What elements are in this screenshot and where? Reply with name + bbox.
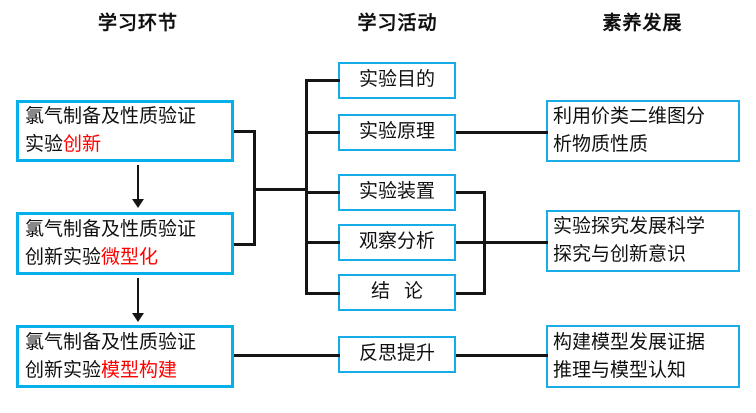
stage-box-miniaturization-highlight: 微型化 <box>101 246 159 268</box>
literacy-line2: 探究与创新意识 <box>553 244 687 265</box>
stage-box-model-construction[interactable]: 氯气制备及性质验证 创新实验模型构建 <box>16 325 234 388</box>
activity-label: 结论 <box>370 281 437 303</box>
connector-stage2-out <box>234 243 256 246</box>
activity-label: 实验目的 <box>358 69 435 91</box>
stage-box-innovation-highlight: 创新 <box>63 134 102 155</box>
connector-conclusion-out <box>456 292 486 295</box>
stage-box-innovation[interactable]: 氯气制备及性质验证 实验创新 <box>16 100 234 162</box>
literacy-box-evidence-reasoning[interactable]: 构建模型发展证据 推理与模型认知 <box>546 325 740 388</box>
literacy-line1: 实验探究发展科学 <box>553 216 706 238</box>
stage-box-innovation-line2: 实验创新 <box>25 131 227 159</box>
activity-label: 实验装置 <box>358 181 435 203</box>
connector-principle-to-literacy1 <box>456 131 548 134</box>
connector-stage1-out <box>234 130 256 133</box>
stage-box-model-construction-line2: 创新实验模型构建 <box>25 357 227 385</box>
stage-box-miniaturization-line1: 氯气制备及性质验证 <box>25 218 197 240</box>
connector-fan-to-experiment-principle <box>305 131 340 134</box>
arrow-down-stage1-to-stage2 <box>131 165 145 209</box>
connector-observation-to-literacy2 <box>456 241 548 244</box>
activity-box-experiment-purpose[interactable]: 实验目的 <box>338 62 456 99</box>
connector-apparatus-out <box>456 191 486 194</box>
stage-box-innovation-line1: 氯气制备及性质验证 <box>25 106 197 128</box>
stage-box-miniaturization[interactable]: 氯气制备及性质验证 创新实验微型化 <box>16 212 234 275</box>
stage-box-model-construction-line2-plain: 创新实验 <box>25 359 102 381</box>
literacy-line2: 推理与模型认知 <box>553 359 687 381</box>
connector-fan-to-experiment-apparatus <box>305 191 340 194</box>
connector-activity-fan-vertical <box>305 79 308 295</box>
activity-label: 反思提升 <box>358 343 435 365</box>
activity-box-conclusion[interactable]: 结论 <box>338 274 456 311</box>
literacy-line2: 析物质性质 <box>553 134 649 155</box>
stage-box-model-construction-highlight: 模型构建 <box>101 359 178 381</box>
activity-box-reflection-improvement[interactable]: 反思提升 <box>338 336 456 373</box>
connector-fan-to-conclusion <box>305 292 340 295</box>
stage-box-innovation-line2-plain: 实验 <box>25 134 64 155</box>
literacy-box-scientific-inquiry[interactable]: 实验探究发展科学 探究与创新意识 <box>546 210 740 272</box>
activity-box-observation-analysis[interactable]: 观察分析 <box>338 224 456 261</box>
stage-box-model-construction-line1: 氯气制备及性质验证 <box>25 331 197 353</box>
activity-box-experiment-principle[interactable]: 实验原理 <box>338 114 456 151</box>
column-header-learning-stage: 学习环节 <box>97 13 178 34</box>
column-header-learning-activity: 学习活动 <box>357 13 438 34</box>
column-header-literacy-development: 素养发展 <box>602 13 683 34</box>
connector-fan-to-observation-analysis <box>305 241 340 244</box>
stage-box-miniaturization-line2-plain: 创新实验 <box>25 246 102 268</box>
connector-reflection-to-literacy3 <box>456 354 548 357</box>
activity-box-experiment-apparatus[interactable]: 实验装置 <box>338 174 456 211</box>
arrow-down-stage2-to-stage3 <box>131 278 145 323</box>
activity-label: 观察分析 <box>358 231 435 253</box>
activity-label: 实验原理 <box>358 121 435 143</box>
literacy-line1: 构建模型发展证据 <box>553 331 706 353</box>
connector-stage3-to-reflection <box>234 354 340 357</box>
connector-stage-merge-to-fan <box>253 188 308 191</box>
stage-box-miniaturization-line2: 创新实验微型化 <box>25 244 227 272</box>
connector-fan-to-experiment-purpose <box>305 79 340 82</box>
literacy-box-valence-category-diagram[interactable]: 利用价类二维图分 析物质性质 <box>546 100 740 162</box>
literacy-line1: 利用价类二维图分 <box>553 106 706 128</box>
